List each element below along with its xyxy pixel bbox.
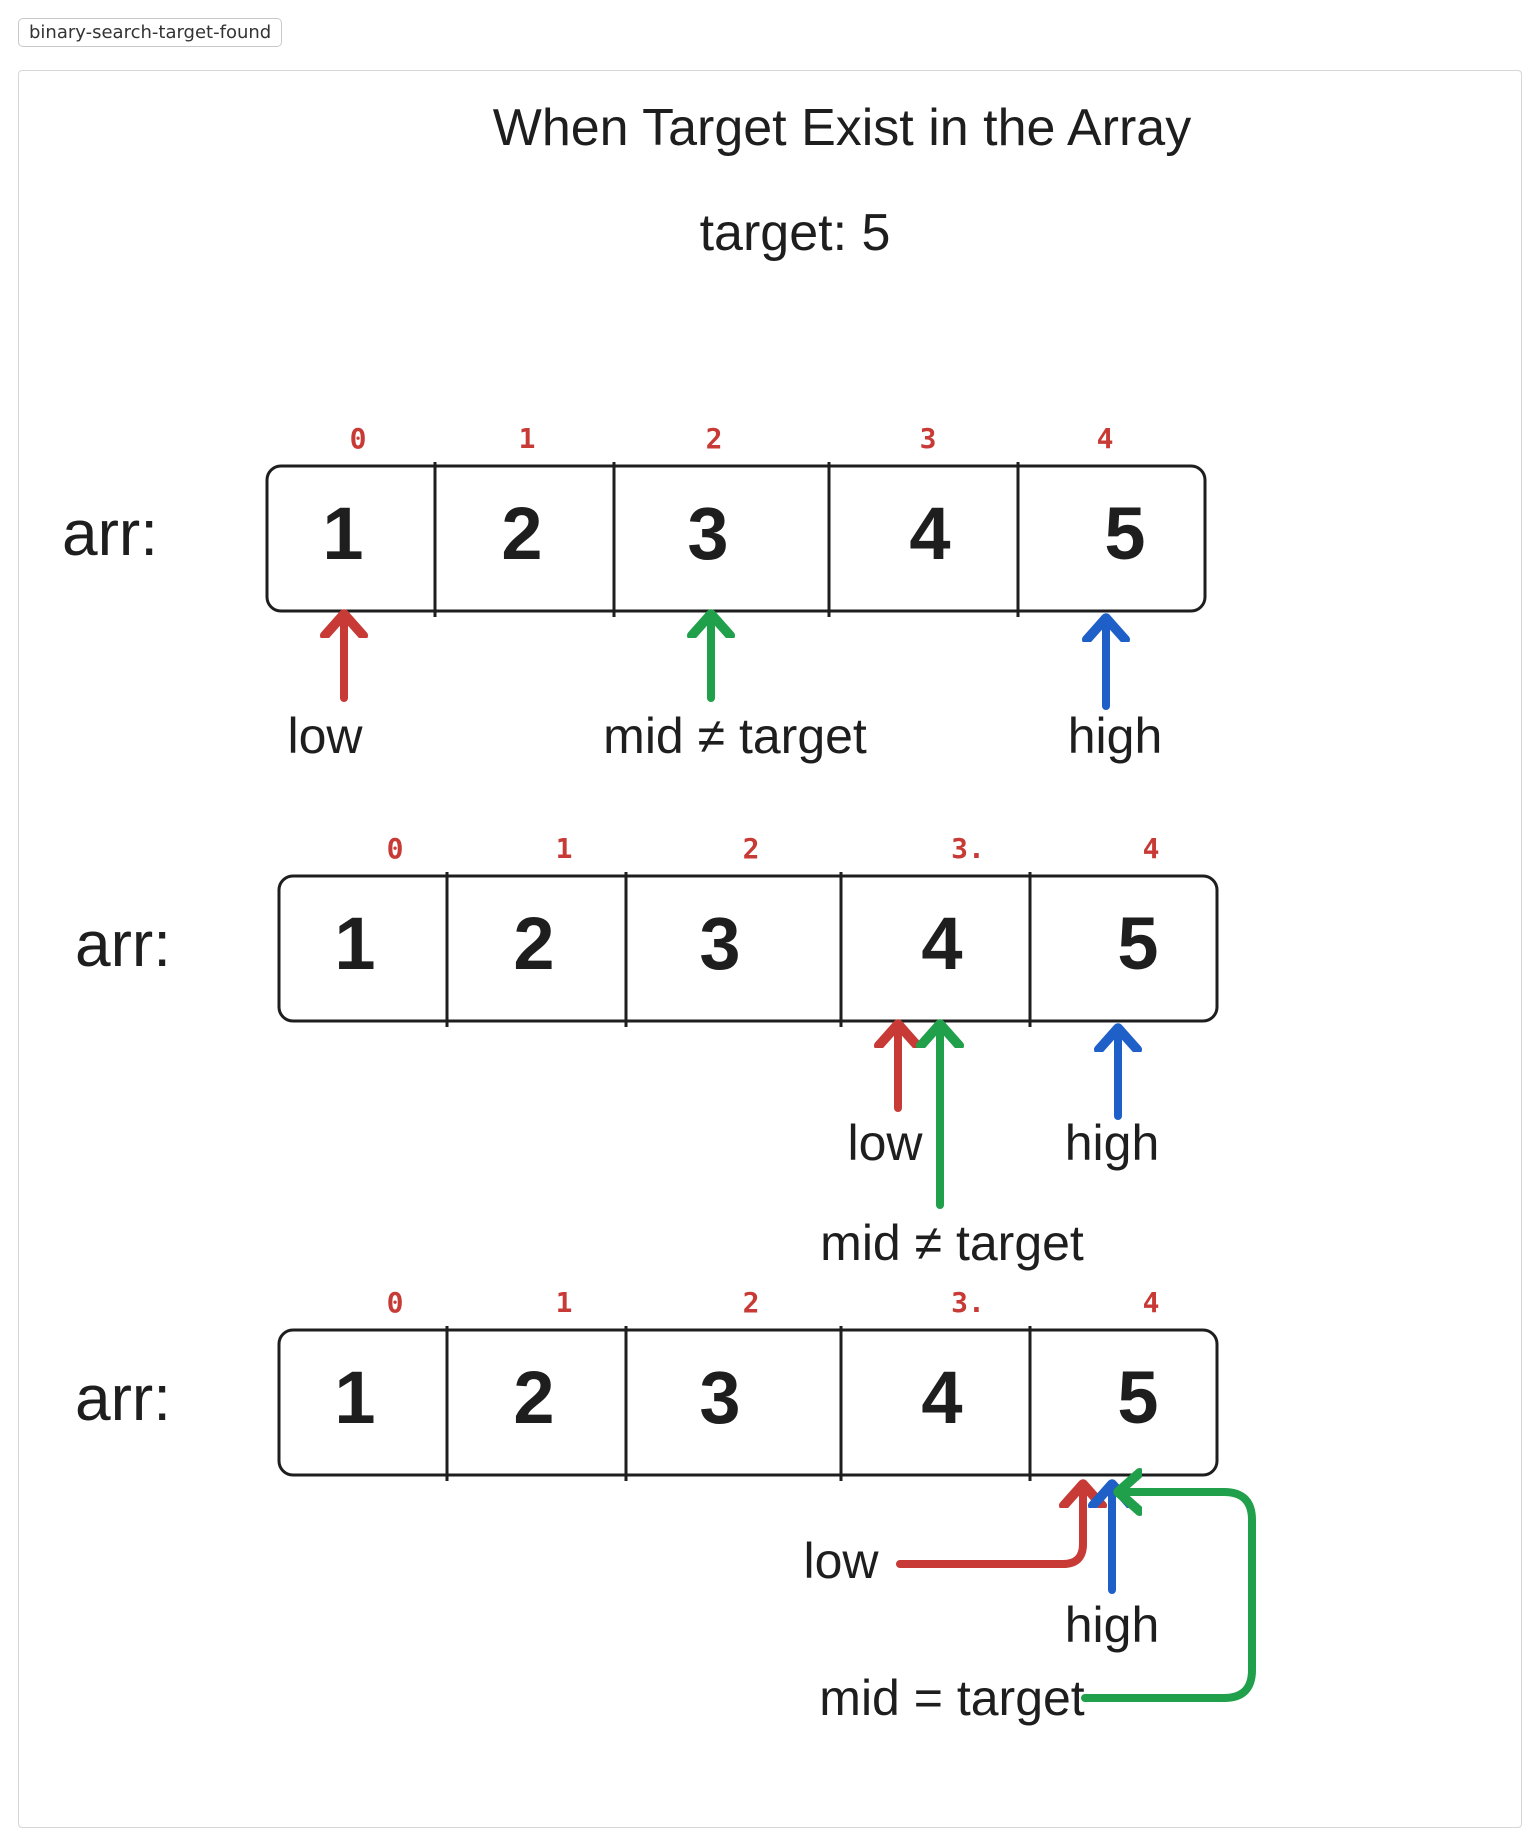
arr-label: arr: bbox=[75, 908, 171, 980]
index-label: 3. bbox=[951, 832, 985, 865]
array-cell-value: 1 bbox=[334, 902, 375, 985]
index-label: 4 bbox=[1143, 832, 1160, 865]
array-cell-value: 2 bbox=[513, 1356, 554, 1439]
row-2: arr: 0 1 2 3. 4 1 2 3 4 5 low high mid ≠… bbox=[75, 832, 1219, 1271]
mid-pointer-arrow bbox=[1081, 1492, 1256, 1702]
array-cell-value: 5 bbox=[1117, 1356, 1158, 1439]
low-pointer-arrow bbox=[896, 1484, 1083, 1568]
arr-label: arr: bbox=[62, 497, 158, 569]
index-label: 0 bbox=[387, 832, 404, 865]
index-label: 1 bbox=[556, 1286, 573, 1319]
index-label: 3 bbox=[920, 422, 937, 455]
array-cell-value: 5 bbox=[1104, 492, 1145, 575]
array-cell-value: 1 bbox=[334, 1356, 375, 1439]
high-label: high bbox=[1068, 708, 1163, 764]
index-label: 0 bbox=[350, 422, 367, 455]
diagram-title: When Target Exist in the Array bbox=[493, 99, 1191, 157]
array-cell-value: 2 bbox=[513, 902, 554, 985]
row-1-values: 1 2 3 4 5 bbox=[322, 492, 1145, 575]
row-1-indices: 0 1 2 3 4 bbox=[350, 422, 1114, 455]
diagram-name-tab[interactable]: binary-search-target-found bbox=[18, 18, 283, 47]
array-cell-value: 1 bbox=[322, 492, 363, 575]
array-cell-value: 4 bbox=[909, 492, 950, 575]
row-3-indices: 0 1 2 3. 4 bbox=[387, 1286, 1160, 1319]
arr-label: arr: bbox=[75, 1362, 171, 1434]
low-label: low bbox=[803, 1533, 879, 1589]
row-1: arr: 0 1 2 3 4 1 2 3 4 5 low mid ≠ targe… bbox=[62, 422, 1207, 764]
target-text: target: 5 bbox=[700, 204, 891, 262]
index-label: 0 bbox=[387, 1286, 404, 1319]
index-label: 4 bbox=[1097, 422, 1114, 455]
array-cell-value: 4 bbox=[921, 902, 962, 985]
array-box bbox=[277, 1328, 1219, 1477]
array-cell-value: 3 bbox=[699, 1356, 740, 1439]
low-label: low bbox=[847, 1115, 923, 1171]
index-label: 1 bbox=[519, 422, 536, 455]
index-label: 4 bbox=[1143, 1286, 1160, 1319]
low-label: low bbox=[287, 708, 363, 764]
row-3-values: 1 2 3 4 5 bbox=[334, 1356, 1158, 1439]
index-label: 3. bbox=[951, 1286, 985, 1319]
mid-label: mid = target bbox=[819, 1670, 1085, 1726]
high-label: high bbox=[1065, 1115, 1160, 1171]
array-box bbox=[277, 874, 1219, 1023]
index-label: 2 bbox=[743, 1286, 760, 1319]
mid-label: mid ≠ target bbox=[820, 1215, 1084, 1271]
diagram-canvas bbox=[18, 70, 1522, 1828]
array-cell-value: 4 bbox=[921, 1356, 962, 1439]
array-cell-value: 2 bbox=[501, 492, 542, 575]
array-box bbox=[265, 464, 1207, 613]
high-label: high bbox=[1065, 1597, 1160, 1653]
array-cell-value: 3 bbox=[699, 902, 740, 985]
row-2-values: 1 2 3 4 5 bbox=[334, 902, 1158, 985]
index-label: 2 bbox=[743, 832, 760, 865]
array-cell-value: 5 bbox=[1117, 902, 1158, 985]
mid-label: mid ≠ target bbox=[603, 708, 867, 764]
row-3: arr: 0 1 2 3. 4 1 2 3 4 5 low high mid =… bbox=[75, 1286, 1256, 1726]
row-2-indices: 0 1 2 3. 4 bbox=[387, 832, 1160, 865]
index-label: 2 bbox=[706, 422, 723, 455]
index-label: 1 bbox=[556, 832, 573, 865]
array-cell-value: 3 bbox=[687, 492, 728, 575]
